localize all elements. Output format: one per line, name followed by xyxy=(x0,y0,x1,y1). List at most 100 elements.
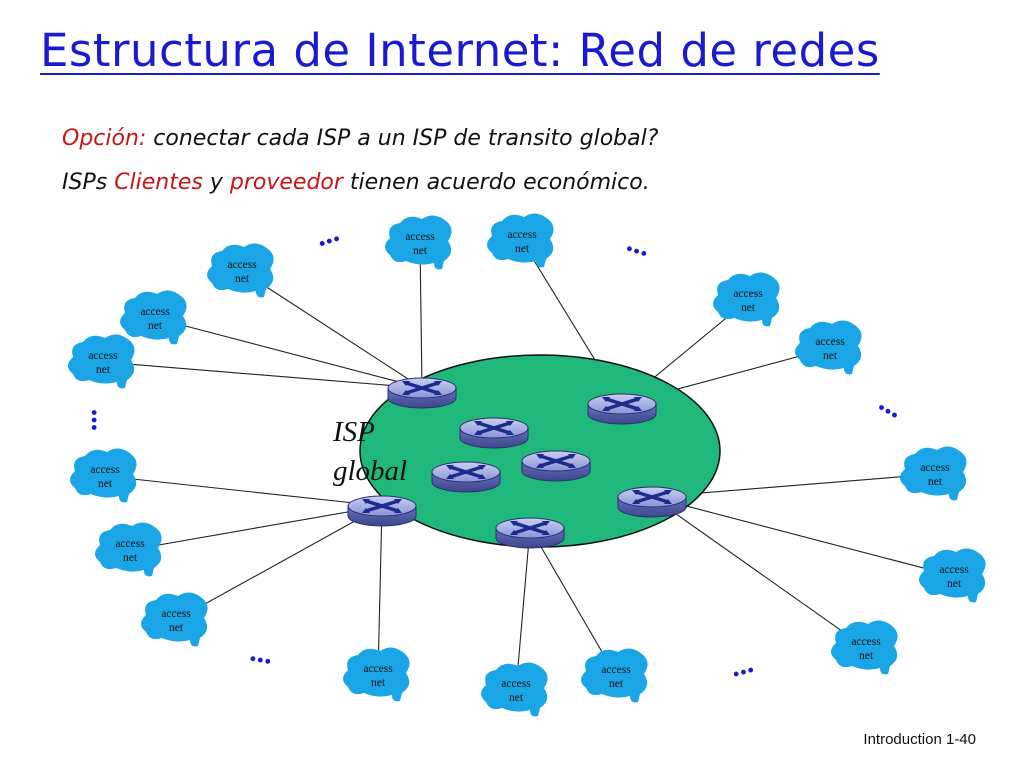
router-icon xyxy=(495,517,565,549)
link-line xyxy=(419,242,423,389)
cloud-icon xyxy=(919,548,986,603)
link-line xyxy=(377,505,383,676)
link-line xyxy=(515,527,531,691)
cloud-icon xyxy=(487,213,554,268)
y-text: y xyxy=(202,170,230,195)
access-label: access xyxy=(920,462,950,474)
ellipsis-dots: ... xyxy=(311,215,343,253)
ellipsis-layer: .................. xyxy=(85,215,910,684)
cloud-icon xyxy=(141,592,208,647)
ellipsis-dots: ... xyxy=(248,634,276,670)
access-label: access xyxy=(851,636,881,648)
slide-title: Estructura de Internet: Red de redes xyxy=(40,24,880,77)
access-net-15: access net xyxy=(919,548,986,603)
link-line xyxy=(104,475,383,507)
access-net-7: access net xyxy=(795,320,862,375)
access-label: access xyxy=(405,231,435,243)
access-net-3: access net xyxy=(207,243,274,298)
access-net-5: access net xyxy=(68,334,135,389)
link-line xyxy=(175,505,383,621)
access-label: access xyxy=(88,350,118,362)
cloud-icon xyxy=(795,320,862,375)
net-label: net xyxy=(96,364,111,376)
access-net-16: access net xyxy=(900,446,967,501)
economic-text: tienen acuerdo económico. xyxy=(342,170,650,195)
opcion-text: conectar cada ISP a un ISP de transito g… xyxy=(146,126,659,151)
subtitle-line-2: ISPs Clientes y proveedor tienen acuerdo… xyxy=(62,170,650,195)
access-label: access xyxy=(815,336,845,348)
link-line xyxy=(241,270,423,389)
ellipsis-dots: ... xyxy=(623,225,655,263)
net-label: net xyxy=(148,320,163,332)
net-label: net xyxy=(371,677,386,689)
cloud-icon xyxy=(900,446,967,501)
opcion-label: Opción: xyxy=(62,126,147,151)
clientes-text: Clientes xyxy=(114,170,203,195)
access-net-10: access net xyxy=(141,592,208,647)
ellipsis-dots: ... xyxy=(726,646,756,684)
access-net-12: access net xyxy=(481,662,548,717)
cloud-icon xyxy=(481,662,548,717)
access-nets-layer: access net access net access net access net acce… xyxy=(68,213,986,717)
proveedor-text: proveedor xyxy=(229,170,343,195)
access-label: access xyxy=(115,538,145,550)
net-label: net xyxy=(235,273,250,285)
access-net-1: access net xyxy=(385,215,452,270)
access-label: access xyxy=(507,229,537,241)
cloud-icon xyxy=(207,243,274,298)
access-label: access xyxy=(140,306,170,318)
access-label: access xyxy=(601,664,631,676)
net-label: net xyxy=(413,245,428,257)
footer-slide-number: Introduction 1-40 xyxy=(863,731,976,748)
cloud-icon xyxy=(385,215,452,270)
cloud-icon xyxy=(120,290,187,345)
ellipsis-dots: ... xyxy=(85,409,118,432)
router-icon xyxy=(347,495,417,527)
net-label: net xyxy=(823,350,838,362)
router-icon xyxy=(387,377,457,409)
net-label: net xyxy=(509,692,524,704)
net-label: net xyxy=(98,478,113,490)
cloud-icon xyxy=(581,648,648,703)
router-icon xyxy=(431,461,501,493)
access-label: access xyxy=(939,564,969,576)
access-label: access xyxy=(161,608,191,620)
net-label: net xyxy=(609,678,624,690)
link-line xyxy=(129,505,383,551)
access-label: access xyxy=(227,259,257,271)
access-net-11: access net xyxy=(343,647,410,702)
net-label: net xyxy=(123,552,138,564)
net-label: net xyxy=(947,578,962,590)
access-net-9: access net xyxy=(95,522,162,577)
net-label: net xyxy=(169,622,184,634)
routers-layer xyxy=(347,377,687,549)
net-label: net xyxy=(928,476,943,488)
router-icon xyxy=(617,486,687,518)
access-net-13: access net xyxy=(581,648,648,703)
cloud-icon xyxy=(95,522,162,577)
net-label: net xyxy=(859,650,874,662)
cloud-icon xyxy=(343,647,410,702)
access-net-4: access net xyxy=(120,290,187,345)
net-label: net xyxy=(741,302,756,314)
ellipsis-dots: ... xyxy=(874,385,910,425)
link-line xyxy=(102,361,423,389)
cloud-icon xyxy=(68,334,135,389)
access-label: access xyxy=(501,678,531,690)
isps-text: ISPs xyxy=(62,170,115,195)
link-line xyxy=(651,496,955,577)
router-icon xyxy=(521,450,591,482)
access-net-6: access net xyxy=(713,272,780,327)
access-net-14: access net xyxy=(831,620,898,675)
cloud-icon xyxy=(713,272,780,327)
subtitle-line-1: Opción: conectar cada ISP a un ISP de tr… xyxy=(62,126,658,151)
router-icon xyxy=(587,393,657,425)
link-line xyxy=(154,317,423,389)
access-label: access xyxy=(363,663,393,675)
cloud-icon xyxy=(831,620,898,675)
isp-label: ISP xyxy=(332,416,375,448)
access-label: access xyxy=(733,288,763,300)
router-icon xyxy=(459,417,529,449)
